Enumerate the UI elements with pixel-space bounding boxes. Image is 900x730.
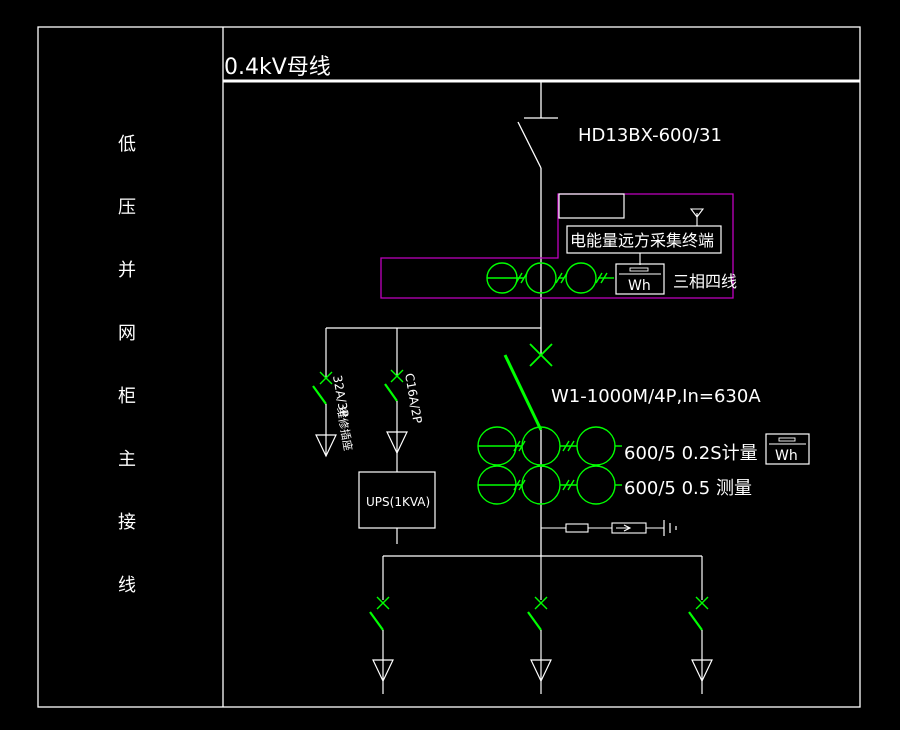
branch-2-arrow [386, 431, 408, 472]
meter-enclosure [380, 193, 734, 299]
metering-ct [565, 262, 597, 294]
outgoing-feeder-2 [527, 556, 552, 694]
outgoing-feeder-3 [688, 556, 713, 694]
measurement-ct [576, 465, 616, 505]
ground-icon [663, 520, 677, 536]
title-char: 柜 [118, 386, 136, 407]
metering-ct-group [486, 262, 614, 294]
wh-meter-box [765, 433, 810, 465]
three-phase-label: 三相四线 [673, 272, 737, 291]
bus-label: 0.4kV母线 [224, 55, 331, 80]
branch-1-sublabel: 维修插座 [334, 406, 355, 452]
branch-1-breaker [312, 371, 333, 405]
main-breaker [503, 343, 553, 431]
antenna-icon [689, 208, 705, 226]
disconnect-blade [517, 121, 542, 169]
watt-hour-meter-1: Wh [615, 263, 665, 295]
vertical-title: 低 压 并 网 柜 主 接 线 [118, 134, 136, 596]
measurement-ct-group [477, 426, 622, 505]
title-char: 网 [118, 323, 136, 344]
surge-arrester [541, 522, 664, 534]
branch-1-outgoing-arrow [315, 434, 337, 458]
ct-label-measurement: 600/5 0.5 测量 [624, 478, 752, 499]
outgoing-feeder-1 [369, 556, 394, 694]
ct-label-metering: 600/5 0.2S计量 [624, 443, 758, 464]
wh-meter-box [615, 263, 665, 295]
breaker-label: W1-1000M/4P,In=630A [551, 386, 761, 407]
title-char: 压 [118, 197, 136, 218]
wh-label: Wh [628, 278, 651, 294]
title-char: 线 [118, 575, 136, 596]
meter-terminal-label: 电能量远方采集终端 [570, 231, 714, 250]
branch-2-label: C16A/2P [402, 372, 425, 424]
watt-hour-meter-2: Wh [765, 433, 810, 465]
title-char: 接 [118, 512, 136, 533]
measurement-ct [576, 426, 616, 466]
meter-blank-box [558, 193, 625, 219]
title-char: 并 [118, 260, 136, 281]
title-char: 主 [118, 449, 136, 470]
branch-2-breaker [384, 369, 404, 402]
outer-frame [37, 26, 861, 708]
ups-label: UPS(1KVA) [366, 495, 430, 509]
wh-label: Wh [775, 448, 798, 464]
switch-model-label: HD13BX-600/31 [578, 125, 722, 146]
metering-ct [525, 262, 557, 294]
title-char: 低 [118, 134, 136, 155]
meter-terminal-box [566, 225, 722, 254]
